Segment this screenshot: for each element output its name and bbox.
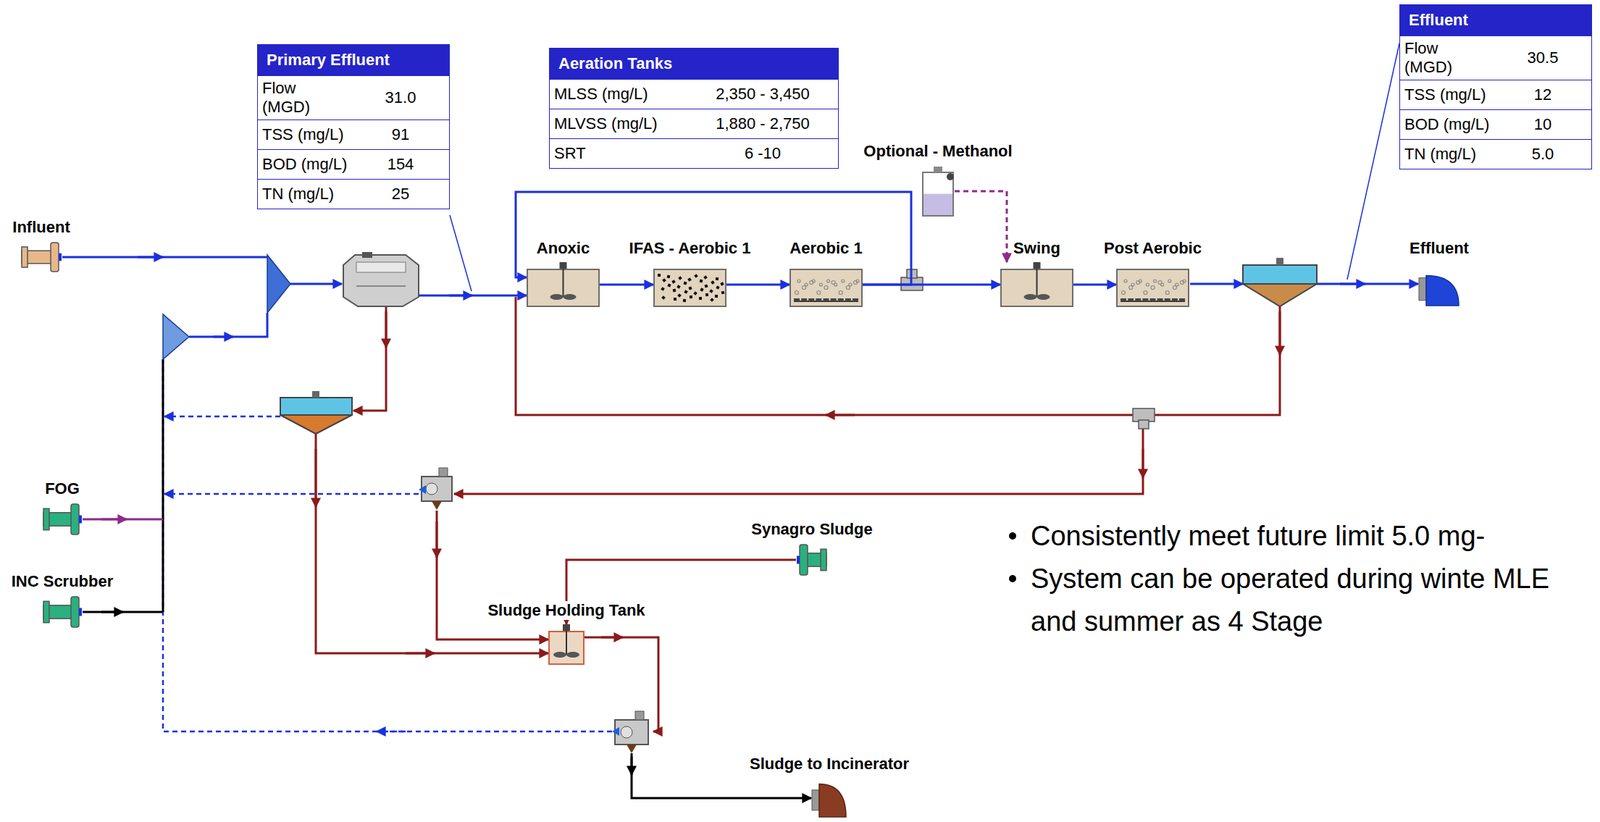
unit-icon xyxy=(20,241,63,274)
table-row: TSS (mg/L)12 xyxy=(1400,79,1592,110)
table-cell: 5.0 xyxy=(1494,141,1592,167)
data-table: Aeration TanksMLSS (mg/L)2,350 - 3,450ML… xyxy=(549,47,839,169)
unit-label: Synagro Sludge xyxy=(748,520,875,539)
table-cell: MLVSS (mg/L) xyxy=(549,111,688,137)
table-row: TN (mg/L)5.0 xyxy=(1400,139,1592,169)
primary-clarifier xyxy=(343,252,419,307)
unit-label: Sludge Holding Tank xyxy=(485,601,647,621)
process-unit: Anoxic xyxy=(526,262,600,308)
table-row: SRT6 -10 xyxy=(549,138,839,169)
unit-label: Influent xyxy=(10,218,72,237)
unit-icon xyxy=(796,543,828,577)
table-row: Flow (MGD)31.0 xyxy=(257,75,450,120)
process-unit: Sludge to Incinerator xyxy=(811,777,848,819)
unit-label: Sludge to Incinerator xyxy=(747,754,912,774)
sludge-lines xyxy=(315,296,1280,732)
process-unit: Effluent xyxy=(1418,262,1461,308)
table-heading: Effluent xyxy=(1400,5,1592,36)
process-unit: IFAS - Aerobic 1 xyxy=(653,262,727,308)
table-cell: 2,350 - 3,450 xyxy=(687,81,839,107)
table-cell: MLSS (mg/L) xyxy=(549,81,688,107)
unit-label: FOG xyxy=(42,479,82,499)
table-cell: 1,880 - 2,750 xyxy=(687,111,839,137)
unit-label: Swing xyxy=(1011,239,1063,258)
bullet-note: System can be operated during winte MLE … xyxy=(1030,557,1589,644)
unit-icon xyxy=(921,165,955,218)
flow-connector xyxy=(954,191,1007,263)
unit-label: IFAS - Aerobic 1 xyxy=(627,239,754,258)
table-row: MLVSS (mg/L)1,880 - 2,750 xyxy=(549,108,839,139)
unit-icon xyxy=(526,262,600,308)
dewatering-unit xyxy=(418,467,452,510)
table-cell: SRT xyxy=(549,141,688,166)
table-row: BOD (mg/L)10 xyxy=(1400,109,1592,140)
process-unit: Sludge Holding Tank xyxy=(548,624,585,665)
table-heading: Aeration Tanks xyxy=(549,48,839,79)
table-cell: 12 xyxy=(1494,82,1592,108)
table-cell: Flow (MGD) xyxy=(257,76,353,120)
unit-icon xyxy=(1418,262,1461,308)
flow-connector xyxy=(599,283,654,287)
unit-label: Optional - Methanol xyxy=(861,141,1015,161)
unit-icon xyxy=(42,502,83,536)
table-cell: BOD (mg/L) xyxy=(1400,112,1495,137)
process-unit: Aerobic 1 xyxy=(789,262,863,308)
unit-icon xyxy=(653,262,727,308)
unit-icon xyxy=(1116,262,1190,308)
splitters xyxy=(162,254,291,360)
process-unit: Influent xyxy=(20,241,63,274)
table-cell: 30.5 xyxy=(1494,45,1592,71)
process-unit: Post Aerobic xyxy=(1116,262,1190,308)
bullet-dot xyxy=(1008,532,1017,583)
unit-label: Anoxic xyxy=(534,239,592,258)
data-table: EffluentFlow (MGD)30.5TSS (mg/L)12BOD (m… xyxy=(1399,4,1593,170)
table-heading: Primary Effluent xyxy=(257,44,450,76)
unit-label: INC Scrubber xyxy=(9,572,116,592)
table-cell: TN (mg/L) xyxy=(1400,141,1495,167)
table-cell: 10 xyxy=(1494,112,1592,137)
table-row: BOD (mg/L)154 xyxy=(257,149,450,179)
table-cell: TN (mg/L) xyxy=(257,181,353,207)
liquid-lines xyxy=(62,43,1419,337)
table-cell: 31.0 xyxy=(352,85,450,111)
table-row: MLSS (mg/L)2,350 - 3,450 xyxy=(549,78,839,109)
unit-icon xyxy=(789,262,863,308)
process-unit: INC Scrubber xyxy=(42,595,83,629)
unit-label: Aerobic 1 xyxy=(787,239,865,258)
flow-connector xyxy=(1073,283,1117,287)
table-row: TSS (mg/L)91 xyxy=(257,119,450,150)
unit-label: Post Aerobic xyxy=(1101,239,1204,258)
table-cell: TSS (mg/L) xyxy=(1400,82,1495,108)
table-cell: Flow (MGD) xyxy=(1400,36,1495,80)
flow-connector xyxy=(726,283,790,287)
table-cell: 91 xyxy=(352,122,450,148)
process-unit: Synagro Sludge xyxy=(796,543,828,577)
unit-label: Effluent xyxy=(1407,239,1472,258)
table-cell: 6 -10 xyxy=(687,141,839,166)
table-cell: BOD (mg/L) xyxy=(257,152,353,177)
gravity-thickener xyxy=(280,391,353,434)
process-unit: FOG xyxy=(42,502,83,536)
data-table: Primary EffluentFlow (MGD)31.0TSS (mg/L)… xyxy=(257,44,450,210)
table-cell: TSS (mg/L) xyxy=(257,122,353,148)
unit-icon xyxy=(548,624,585,665)
unit-icon xyxy=(811,777,848,819)
unit-icon xyxy=(1000,262,1074,308)
bullet-note: Consistently meet future limit 5.0 mg- xyxy=(1030,514,1589,558)
side-stream-lines xyxy=(82,359,812,799)
process-unit: Swing xyxy=(1000,262,1074,308)
secondary-clarifier xyxy=(1242,257,1317,307)
table-cell: 25 xyxy=(352,181,450,207)
process-unit: Optional - Methanol xyxy=(921,165,955,218)
dewatering-unit xyxy=(612,711,649,754)
table-row: Flow (MGD)30.5 xyxy=(1400,35,1592,80)
table-row: TN (mg/L)25 xyxy=(257,178,450,209)
table-cell: 154 xyxy=(352,152,450,177)
unit-icon xyxy=(42,595,83,629)
